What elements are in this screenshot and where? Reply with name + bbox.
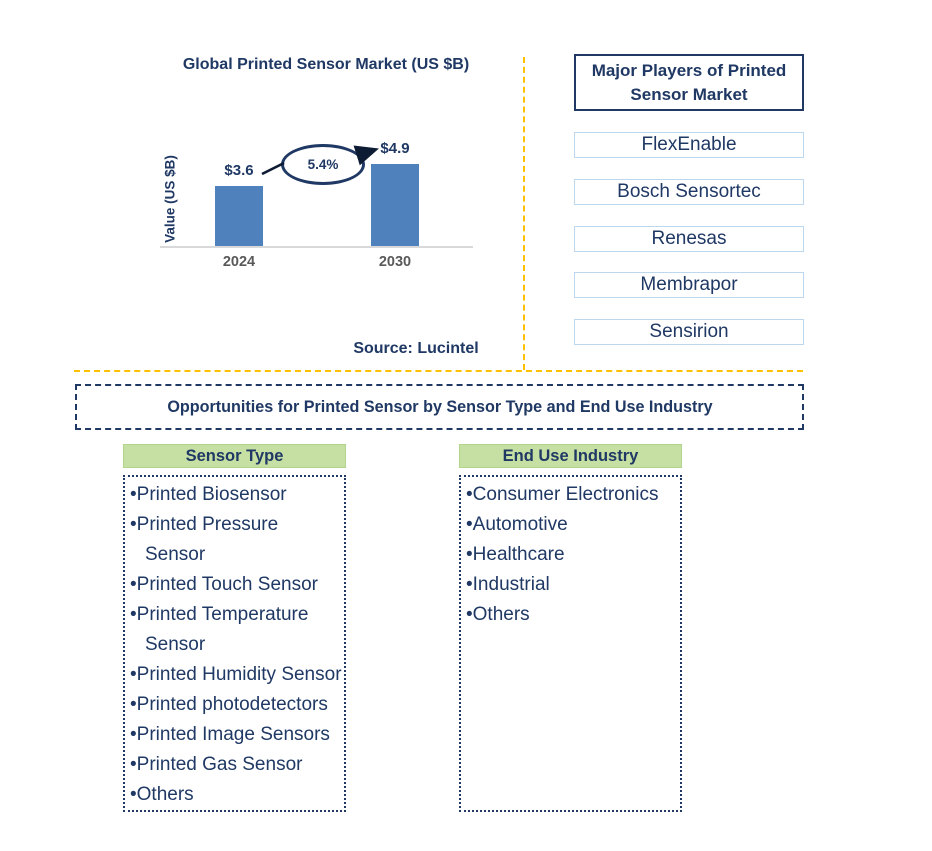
bar-value-label: $4.9 xyxy=(380,140,410,157)
list-item: Industrial xyxy=(466,570,680,600)
opportunities-banner: Opportunities for Printed Sensor by Sens… xyxy=(75,384,804,430)
column-header-end-use: End Use Industry xyxy=(459,444,682,468)
list-item: Printed Gas Sensor xyxy=(130,750,344,780)
major-players-title: Major Players of Printed Sensor Market xyxy=(574,54,804,111)
list-item: Printed Pressure Sensor xyxy=(130,510,344,570)
vertical-divider xyxy=(523,57,525,370)
list-item: Printed Biosensor xyxy=(130,480,344,510)
source-label: Source: Lucintel xyxy=(353,340,479,357)
player-box: Membrapor xyxy=(574,272,804,299)
list-item: Printed Image Sensors xyxy=(130,720,344,750)
list-item: Printed Temperature Sensor xyxy=(130,600,344,660)
bar-2030 xyxy=(371,164,419,246)
column-header-sensor-type: Sensor Type xyxy=(123,444,346,468)
player-box: Renesas xyxy=(574,225,804,252)
list-item: Healthcare xyxy=(466,540,680,570)
list-item: Printed Touch Sensor xyxy=(130,570,344,600)
cagr-label: 5.4% xyxy=(307,157,339,172)
player-name: Renesas xyxy=(651,227,727,249)
player-box: Sensirion xyxy=(574,319,804,345)
player-name: FlexEnable xyxy=(641,134,737,155)
cagr-oval: 5.4% xyxy=(281,144,365,185)
chart-title: Global Printed Sensor Market (US $B) xyxy=(182,56,470,73)
player-box: FlexEnable xyxy=(574,132,804,158)
x-axis-line xyxy=(160,246,473,248)
player-name: Bosch Sensortec xyxy=(617,180,761,202)
player-name: Membrapor xyxy=(640,274,738,296)
player-name: Sensirion xyxy=(649,321,729,342)
list-item: Automotive xyxy=(466,510,680,540)
y-axis-label: Value (US $B) xyxy=(162,155,178,243)
list-item: Printed Humidity Sensor xyxy=(130,660,344,690)
column-list-end-use: Consumer ElectronicsAutomotiveHealthcare… xyxy=(459,475,682,812)
player-box: Bosch Sensortec xyxy=(574,178,804,205)
x-tick-label: 2030 xyxy=(378,254,412,270)
horizontal-divider xyxy=(74,370,803,372)
list-item: Consumer Electronics xyxy=(466,480,680,510)
list-item: Others xyxy=(130,780,344,810)
bar-value-label: $3.6 xyxy=(224,162,254,179)
column-list-sensor-type: Printed BiosensorPrinted Pressure Sensor… xyxy=(123,475,346,812)
list-item: Printed photodetectors xyxy=(130,690,344,720)
opportunities-title: Opportunities for Printed Sensor by Sens… xyxy=(166,397,713,416)
x-tick-label: 2024 xyxy=(222,254,256,270)
bar-2024 xyxy=(215,186,263,246)
list-item: Others xyxy=(466,600,680,630)
